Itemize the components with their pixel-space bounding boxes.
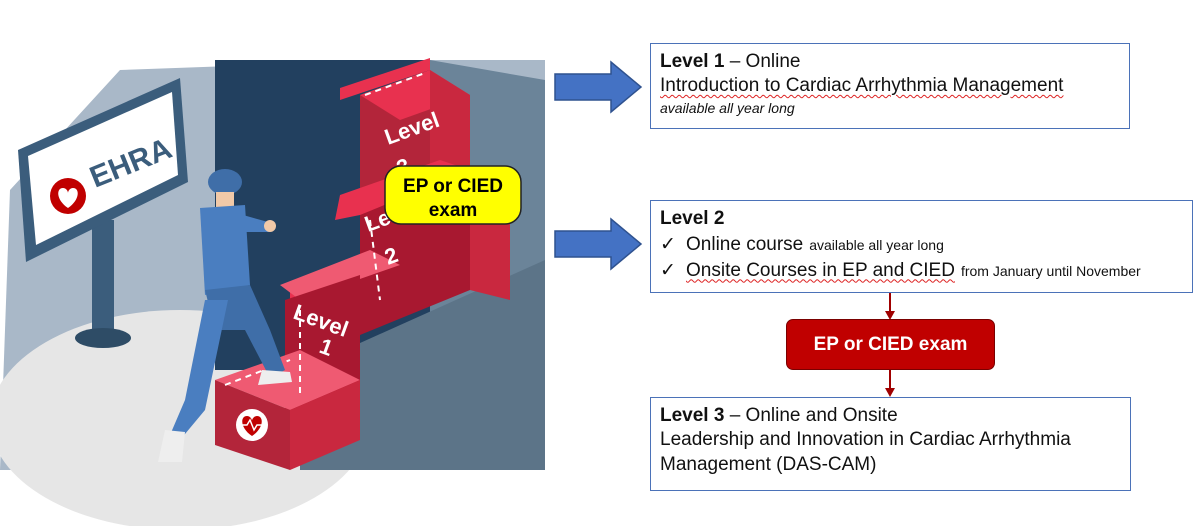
level-3-box: Level 3 – Online and Onsite Leadership a… bbox=[650, 397, 1131, 491]
level-3-title: Level 3 – Online and Onsite bbox=[660, 405, 898, 426]
ehra-sign: EHRA bbox=[18, 78, 188, 348]
level-2-title: Level 2 bbox=[660, 208, 725, 229]
level-2-item-online: ✓ Online course available all year long bbox=[660, 233, 944, 255]
exam-callout bbox=[384, 165, 522, 225]
arrow-to-level-2 bbox=[554, 217, 643, 271]
level-1-title: Level 1 – Online bbox=[660, 51, 801, 72]
level-1-course-name: Introduction to Cardiac Arrhythmia Manag… bbox=[660, 74, 1064, 96]
arrow-exam-to-level3 bbox=[885, 370, 895, 397]
person-figure bbox=[158, 169, 292, 462]
checkmark-icon: ✓ bbox=[660, 233, 676, 255]
arrow-to-level-1 bbox=[554, 60, 643, 114]
level-3-course-line1: Leadership and Innovation in Cardiac Arr… bbox=[660, 429, 1071, 451]
stairs-illustration: Level 3 Level 2 Level 1 EP or CIED exam … bbox=[0, 0, 545, 526]
heart-logo-icon bbox=[236, 409, 268, 441]
arrow-level2-to-exam bbox=[885, 293, 895, 320]
level-2-box: Level 2 ✓ Online course available all ye… bbox=[650, 200, 1193, 293]
exam-box: EP or CIED exam bbox=[786, 319, 995, 370]
ehra-heart-icon bbox=[50, 178, 86, 214]
level-2-item-onsite: ✓ Onsite Courses in EP and CIED from Jan… bbox=[660, 259, 1141, 281]
level-3-course-line2: Management (DAS-CAM) bbox=[660, 453, 877, 475]
level-1-box: Level 1 – Online Introduction to Cardiac… bbox=[650, 43, 1130, 129]
level-1-availability: available all year long bbox=[660, 99, 795, 116]
exam-callout-line2: exam bbox=[429, 200, 478, 221]
exam-callout-line1: EP or CIED bbox=[403, 176, 503, 197]
checkmark-icon: ✓ bbox=[660, 259, 676, 281]
